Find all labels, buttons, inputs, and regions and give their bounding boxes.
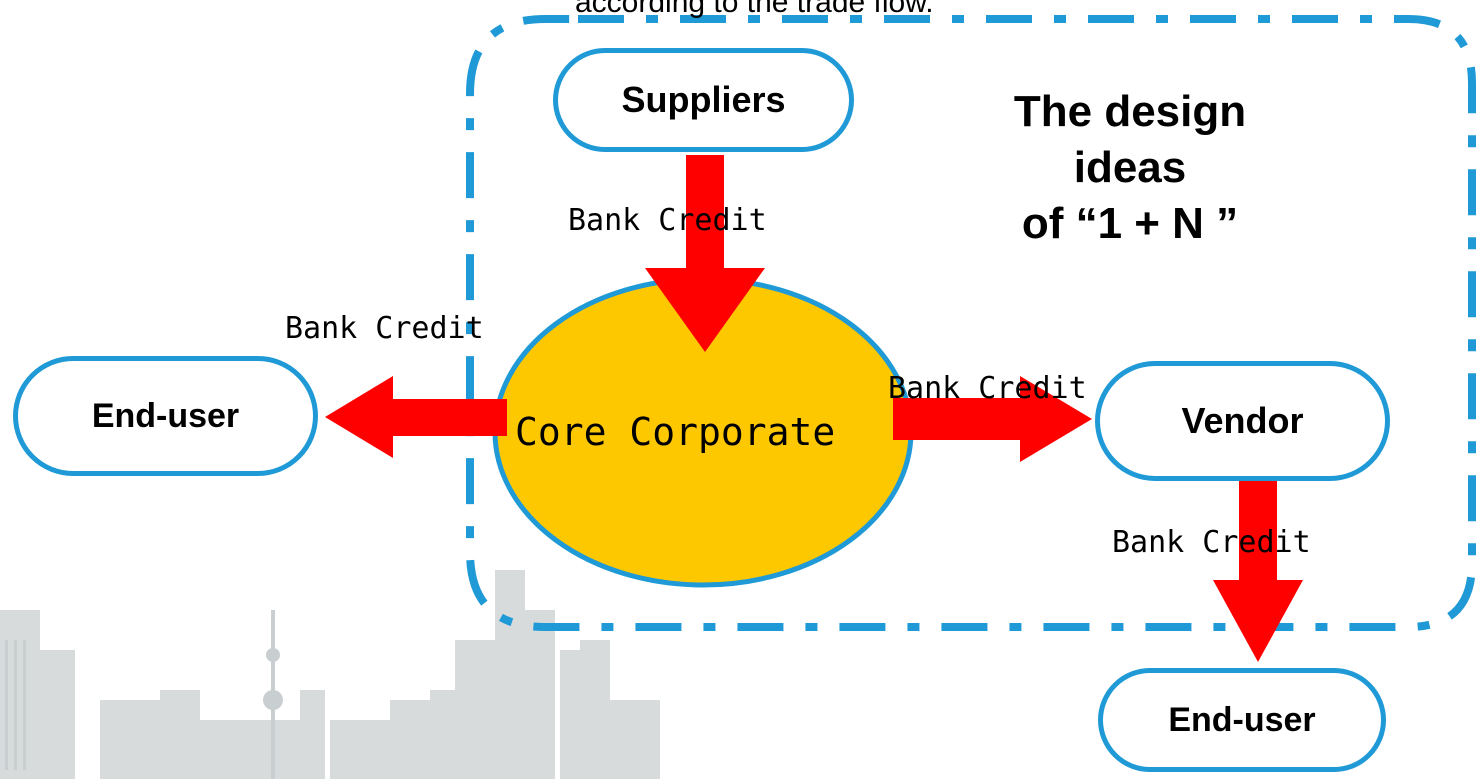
label-core-to-end-user: Bank Credit xyxy=(285,311,484,346)
label-vendor-to-end-user: Bank Credit xyxy=(1112,525,1311,560)
diagram-heading: The design ideas of “1 + N ” xyxy=(985,84,1275,252)
label-suppliers-to-core: Bank Credit xyxy=(568,203,767,238)
node-vendor: Vendor xyxy=(1095,361,1390,481)
heading-line-1: The design ideas xyxy=(1013,87,1247,192)
heading-line-2: of “1 + N ” xyxy=(1021,199,1239,248)
arrow-vendor-to-end-user xyxy=(1213,480,1303,662)
caption-text: according to the trade flow. xyxy=(575,0,934,19)
node-end-user-left: End-user xyxy=(13,356,318,476)
arrow-core-to-vendor xyxy=(893,376,1092,462)
arrow-core-to-end-user xyxy=(325,376,507,458)
core-corporate-label: Core Corporate xyxy=(515,410,836,454)
arrow-suppliers-to-core xyxy=(645,155,765,352)
node-suppliers: Suppliers xyxy=(553,48,854,152)
node-end-user-bottom: End-user xyxy=(1098,668,1386,772)
label-core-to-vendor: Bank Credit xyxy=(888,371,1087,406)
